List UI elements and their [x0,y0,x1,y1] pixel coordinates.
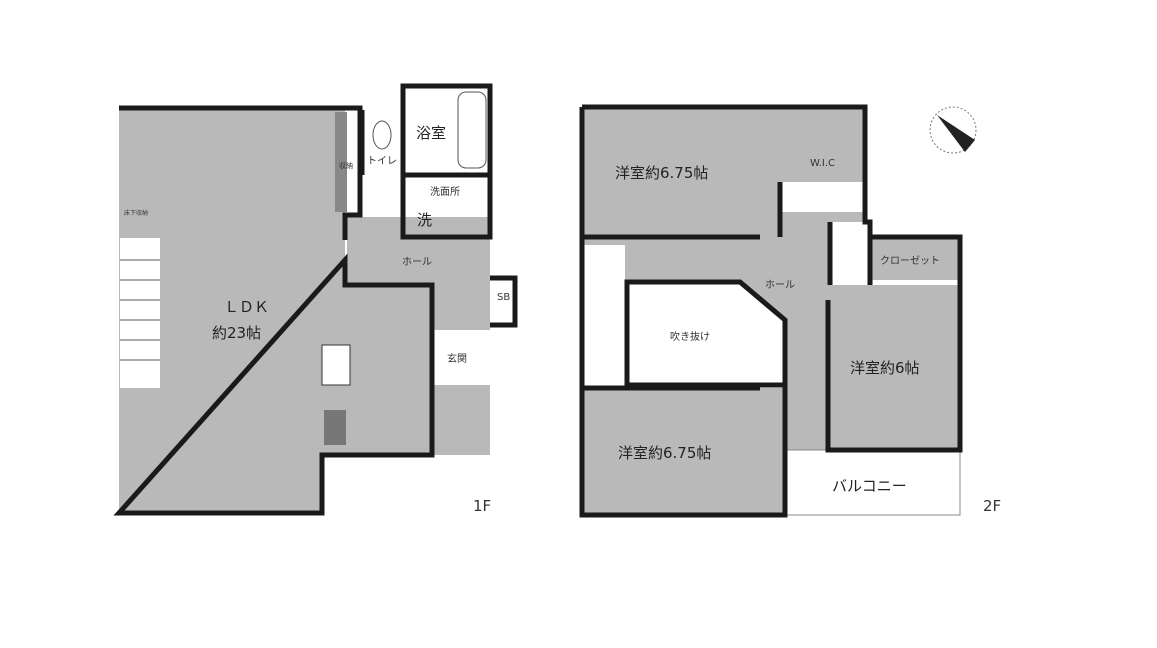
north-arrow-icon [929,106,977,154]
closet-label: クローゼット [880,255,940,267]
hall-2f-label: ホール [765,279,795,291]
stairs-1f [120,238,160,388]
toilet-bowl-icon [372,120,392,150]
balcony-label: バルコニー [832,477,907,495]
toilet-2f [830,222,870,285]
washroom-label: 洗面所 [430,186,460,198]
toilet-label: トイレ [367,156,397,167]
entrance [432,330,515,385]
ldk-area [119,108,432,513]
hall-1f [347,217,490,330]
walls-1f [113,83,518,516]
stair-treads [120,259,160,361]
balcony [784,449,961,516]
wic-label: W.I.C [810,158,835,169]
stairs-2f [582,245,625,385]
porch [432,385,490,455]
sb-label: SB [497,292,510,303]
room-south [582,388,785,515]
stove-icon [324,410,346,445]
bathtub-icon [457,91,487,169]
room-north [582,107,865,237]
room-south-label: 洋室約6.75帖 [618,444,711,462]
room-east [828,285,960,450]
first-floor-plan: ＬＤＫ 約23帖 浴室 トイレ 洗面所 洗 ホール SB 玄関 収納 床下収納 … [113,83,518,516]
walls-2f [579,104,963,518]
ldk-size-label: 約23帖 [212,324,261,342]
bathroom [403,86,490,175]
underfloor-storage-label: 床下収納 [124,209,148,217]
floor-label-2f: 2F [983,497,1001,515]
floor-label-1f: 1F [473,497,491,515]
storage-label: 収納 [339,161,353,170]
room-east-label: 洋室約6帖 [850,359,920,377]
closet [870,237,960,280]
second-floor-plan: 洋室約6.75帖 W.I.C ホール クローゼット 吹き抜け 洋室約6帖 洋室約… [579,104,1001,518]
ldk-label: ＬＤＫ [224,298,269,316]
room-north-label: 洋室約6.75帖 [615,164,708,182]
entrance-label: 玄関 [447,352,467,365]
wic-shelf [782,182,865,212]
hall-1f-label: ホール [402,256,432,268]
void-label: 吹き抜け [670,330,710,343]
washer-label: 洗 [417,211,432,229]
sink-icon [321,344,351,386]
storage-shelf [335,112,347,212]
void-area [624,279,788,388]
bath-label: 浴室 [416,124,446,142]
shoe-box [490,278,515,325]
